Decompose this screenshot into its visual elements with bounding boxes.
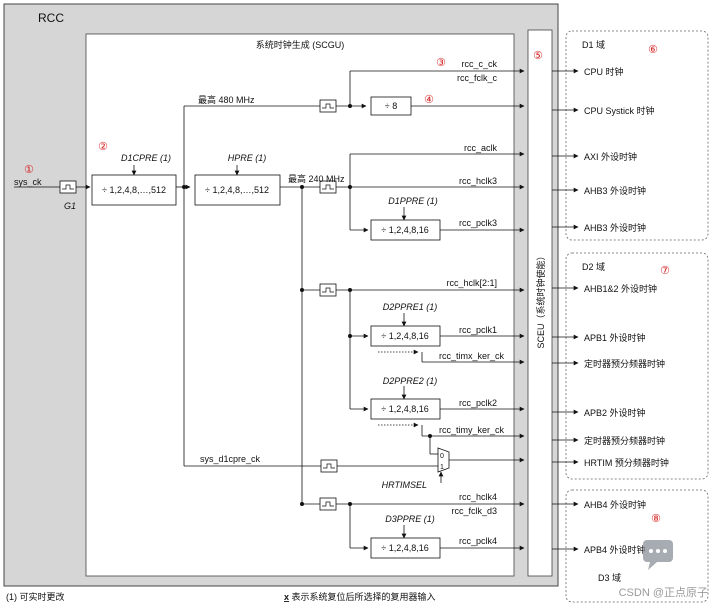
sig-rcc-pclk4: rcc_pclk4 (459, 536, 497, 546)
watermark-chat-icon (643, 540, 673, 570)
sig-rcc-pclk1: rcc_pclk1 (459, 325, 497, 335)
d1ppre-value: ÷ 1,2,4,8,16 (381, 225, 428, 235)
gate-240 (319, 180, 337, 194)
div8-value: ÷ 8 (385, 101, 397, 111)
domain-d1-box (565, 30, 709, 241)
badge-1: ① (24, 164, 34, 176)
footer-note-mux-text: 表示系统复位后所选择的复用器输入 (289, 591, 436, 602)
out-apb4: APB4 外设时钟 (584, 544, 646, 555)
hrtim-mux (437, 447, 450, 473)
d1cpre-value: ÷ 1,2,4,8,…,512 (102, 185, 166, 195)
d1cpre-box (91, 174, 177, 206)
out-apb2: APB2 外设时钟 (584, 407, 646, 418)
out-hrtim: HRTIM 预分频器时钟 (584, 457, 669, 468)
footer-note-mux-symbol: x (284, 592, 289, 602)
out-cpu: CPU 时钟 (584, 66, 624, 77)
watermark: CSDN @正点原子 (619, 586, 708, 599)
domain-d1-label: D1 域 (582, 39, 605, 50)
sig-rcc-hclk4: rcc_hclk4 (459, 492, 497, 502)
max-240-label: 最高 240 MHz (288, 173, 345, 184)
gate-hrtim (320, 459, 338, 473)
d2ppre1-name: D2PPRE1 (1) (383, 302, 438, 312)
hpre-name: HPRE (1) (228, 153, 267, 163)
sig-rcc-fclk-c: rcc_fclk_c (457, 73, 498, 83)
footer-note-mux: x 表示系统复位后所选择的复用器输入 (284, 591, 436, 602)
d2ppre2-name: D2PPRE2 (1) (383, 376, 438, 386)
g1-label: G1 (64, 201, 76, 211)
hrtimsel-label: HRTIMSEL (382, 480, 427, 490)
out-ahb4: AHB4 外设时钟 (584, 499, 646, 510)
out-ahb3-a: AHB3 外设时钟 (584, 185, 646, 196)
out-tim-presc-1: 定时器预分频器时钟 (584, 358, 665, 369)
mux-in0: 0 (440, 453, 444, 460)
badge-5: ⑤ (533, 50, 543, 62)
out-axi: AXI 外设时钟 (584, 151, 637, 162)
domain-d2-box (565, 252, 709, 480)
out-systick: CPU Systick 时钟 (584, 105, 655, 116)
sig-sys-d1cpre-ck: sys_d1cpre_ck (200, 454, 261, 464)
sig-rcc-c-ck: rcc_c_ck (461, 59, 497, 69)
badge-7: ⑦ (660, 265, 670, 277)
domain-d2-label: D2 域 (582, 261, 605, 272)
d3ppre-value: ÷ 1,2,4,8,16 (381, 543, 428, 553)
out-tim-presc-2: 定时器预分频器时钟 (584, 435, 665, 446)
d1ppre-name: D1PPRE (1) (388, 196, 438, 206)
out-ahb3-b: AHB3 外设时钟 (584, 222, 646, 233)
sys-ck-label: sys_ck (14, 177, 42, 187)
scgu-box (85, 33, 515, 577)
sceu-label: SCEU（系统时钟使能） (535, 251, 546, 348)
sig-rcc-timy-ker-ck: rcc_timy_ker_ck (439, 425, 505, 435)
mux-in1: 1 (440, 464, 444, 471)
sceu-bar (527, 29, 553, 577)
rcc-title: RCC (38, 11, 64, 25)
d1ppre-box (370, 219, 441, 241)
d2ppre2-box (370, 398, 441, 420)
badge-4: ④ (424, 94, 434, 106)
domain-d3-box (565, 489, 709, 603)
sig-rcc-pclk2: rcc_pclk2 (459, 398, 497, 408)
d2ppre2-value: ÷ 1,2,4,8,16 (381, 404, 428, 414)
out-apb1: APB1 外设时钟 (584, 332, 646, 343)
sig-rcc-timx-ker-ck: rcc_timx_ker_ck (439, 351, 505, 361)
badge-8: ⑧ (651, 513, 661, 525)
scgu-title: 系统时钟生成 (SCGU) (256, 39, 345, 50)
sig-rcc-fclk-d3: rcc_fclk_d3 (451, 506, 497, 516)
gate-480 (319, 99, 337, 113)
sig-rcc-pclk3: rcc_pclk3 (459, 218, 497, 228)
hpre-value: ÷ 1,2,4,8,…,512 (205, 185, 269, 195)
d2ppre1-box (370, 325, 441, 347)
gate-d3 (319, 497, 337, 511)
d1cpre-name: D1CPRE (1) (121, 153, 171, 163)
max-480-label: 最高 480 MHz (198, 94, 255, 105)
badge-6: ⑥ (648, 44, 658, 56)
hpre-box (194, 174, 281, 206)
out-ahb12: AHB1&2 外设时钟 (584, 283, 657, 294)
d3ppre-name: D3PPRE (1) (385, 514, 435, 524)
domain-d3-label: D3 域 (598, 572, 621, 583)
sig-rcc-hclk21: rcc_hclk[2:1] (446, 278, 497, 288)
d2ppre1-value: ÷ 1,2,4,8,16 (381, 331, 428, 341)
div8-box (370, 96, 412, 116)
gate-g1 (59, 180, 77, 194)
d3ppre-box (370, 537, 441, 559)
badge-2: ② (98, 141, 108, 153)
badge-3: ③ (436, 57, 446, 69)
footer-note-realtime: (1) 可实时更改 (6, 591, 65, 602)
sig-rcc-aclk: rcc_aclk (464, 143, 498, 153)
gate-d2 (319, 283, 337, 297)
sig-rcc-hclk3: rcc_hclk3 (459, 176, 497, 186)
